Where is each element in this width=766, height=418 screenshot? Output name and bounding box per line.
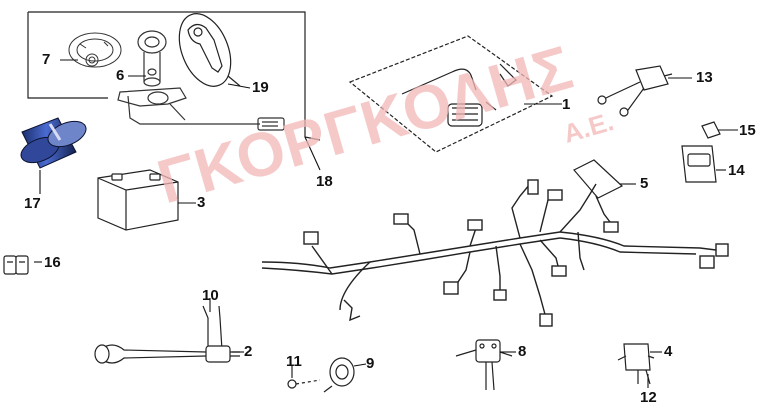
callout-17: 17: [24, 195, 41, 212]
capacitor-part: [20, 117, 87, 169]
ring-disc-part: [68, 32, 122, 68]
callout-5: 5: [640, 175, 649, 192]
callout-10: 10: [202, 287, 219, 304]
cover-plate-part: [573, 159, 624, 199]
callout-2: 2: [244, 343, 253, 360]
callout-7: 7: [42, 51, 51, 68]
horn-part: [287, 357, 355, 393]
callout-15: 15: [739, 122, 756, 139]
callout-13: 13: [696, 69, 713, 86]
callout-3: 3: [197, 194, 206, 211]
callout-18: 18: [316, 173, 333, 190]
callout-9: 9: [366, 355, 375, 372]
connector-clip-part: [3, 255, 29, 275]
callout-16: 16: [44, 254, 61, 271]
callout-1: 1: [562, 96, 571, 113]
callout-6: 6: [116, 67, 125, 84]
battery-part: [97, 169, 179, 231]
callout-14: 14: [728, 162, 745, 179]
group-box-18: [27, 11, 321, 141]
wrench-tool-part: [178, 13, 241, 87]
main-wiring-harness: [261, 179, 729, 327]
callout-12: 12: [640, 389, 657, 406]
sensor-switch-part: [597, 65, 673, 117]
cable-part: [94, 305, 240, 364]
callout-11: 11: [286, 353, 302, 370]
leader-lines: [34, 59, 738, 388]
callout-8: 8: [518, 343, 527, 360]
group-box-1: [348, 35, 554, 153]
callout-19: 19: [252, 79, 269, 96]
relay-bracket-part: [617, 343, 655, 385]
starter-relay-part: [455, 339, 513, 391]
callout-4: 4: [664, 343, 673, 360]
fuse-box-part: [681, 121, 721, 183]
fuel-sender-part: [117, 30, 285, 131]
